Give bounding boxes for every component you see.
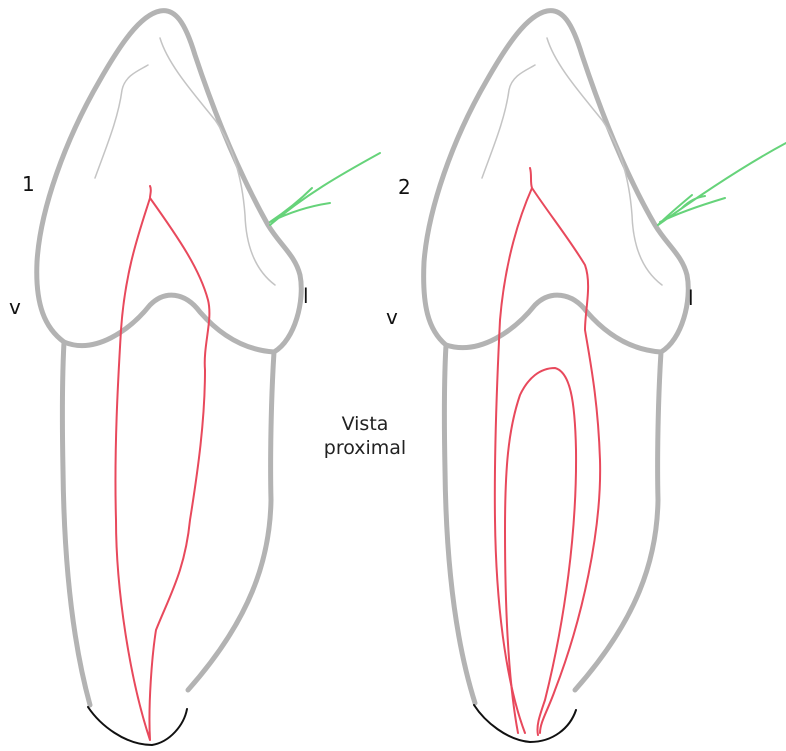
tooth-2-pulp-canal-outer xyxy=(495,168,600,733)
tooth-2-outline xyxy=(424,11,689,703)
tooth-2 xyxy=(424,11,786,742)
figure-caption-line-1: Vista xyxy=(310,412,420,436)
tooth-2-vestibular-label: v xyxy=(386,307,398,327)
tooth-1-lingual-label: l xyxy=(303,286,309,306)
tooth-1-crown-ridge-distal xyxy=(160,38,275,285)
figure-caption: Vista proximal xyxy=(310,412,420,460)
tooth-1-apex xyxy=(88,707,187,745)
tooth-1-arrow xyxy=(270,153,380,225)
tooth-1-crown-ridge-mesial xyxy=(95,65,148,178)
tooth-1-cervical-line xyxy=(64,295,274,352)
tooth-1 xyxy=(37,11,380,745)
tooth-2-number-label: 2 xyxy=(398,177,411,197)
tooth-1-pulp-canal xyxy=(115,186,209,740)
tooth-2-cervical-line xyxy=(446,295,661,352)
tooth-2-lingual-label: l xyxy=(688,288,694,308)
tooth-2-crown-ridge-distal xyxy=(547,38,662,285)
tooth-2-apex xyxy=(474,705,576,742)
tooth-2-pulp-canal-inner xyxy=(505,368,576,735)
tooth-2-crown-ridge-mesial xyxy=(482,65,535,178)
tooth-1-vestibular-label: v xyxy=(9,297,21,317)
figure-caption-line-2: proximal xyxy=(310,436,420,460)
tooth-1-number-label: 1 xyxy=(22,174,35,194)
tooth-2-arrow xyxy=(658,143,786,225)
